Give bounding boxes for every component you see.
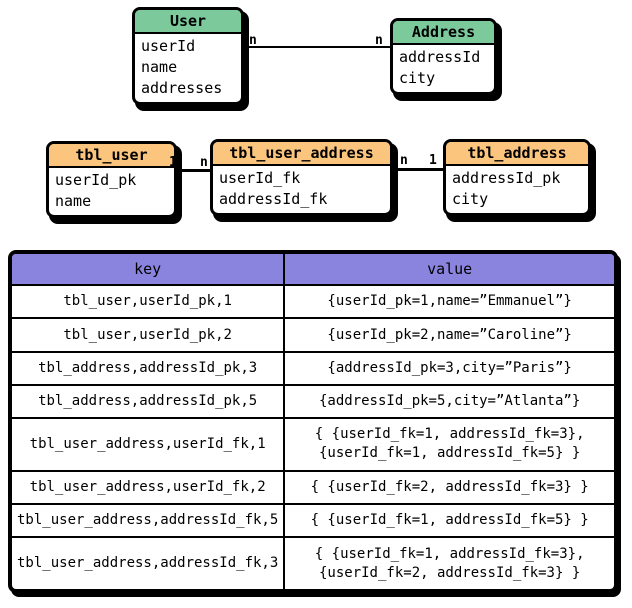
kv-key: tbl_user_address,addressId_fk,5 [12,505,286,537]
table-row: tbl_user_address,userId_fk,2 { {userId_f… [12,469,614,504]
connector-user-junction [177,169,211,172]
table-row: tbl_user_address,userId_fk,1 { {userId_f… [12,417,614,470]
table-row: tbl_address,addressId_pk,3 {addressId_pk… [12,350,614,384]
key-value-table: key value tbl_user,userId_pk,1 {userId_p… [8,250,618,593]
kv-header-value: value [427,259,473,278]
kv-value: { {userId_fk=2, addressId_fk=3} } [285,472,614,503]
kv-value-line: {userId_pk=1,name=”Emmanuel”} [327,293,572,310]
entity-box-user: User userId name addresses [132,7,244,105]
kv-value-line: { {userId_fk=2, addressId_fk=3} } [310,478,589,495]
kv-key: tbl_user,userId_pk,2 [12,319,286,351]
entity-box-address: Address addressId city [390,18,497,95]
kv-value-line: {userId_fk=2, addressId_fk=3} } [318,564,581,581]
kv-value: {userId_pk=1,name=”Emmanuel”} [285,286,614,317]
cardinality-label: n [375,33,383,48]
table-fields-tbl-user-address: userId_fk addressId_fk [213,166,390,213]
cardinality-label: n [400,153,408,168]
kv-value: {addressId_pk=5,city=”Atlanta”} [285,386,614,417]
table-field: addressId_fk [219,190,328,208]
table-fields-tbl-user: userId_pk name [49,168,174,215]
table-field: addressId_pk [452,169,561,187]
entity-title-address: Address [393,21,494,45]
table-title-tbl-address: tbl_address [446,142,588,166]
table-title-tbl-user-address: tbl_user_address [213,142,390,166]
table-row: tbl_address,addressId_pk,5 {addressId_pk… [12,383,614,418]
entity-field: addressId [399,48,481,66]
kv-value-line: { {userId_fk=1, addressId_fk=3}, [314,545,585,562]
kv-key: tbl_user_address,userId_fk,1 [12,419,286,470]
table-box-tbl-user: tbl_user userId_pk name [46,141,177,218]
entity-title-user: User [135,10,241,34]
kv-header-row: key value [12,254,614,285]
table-title-tbl-user: tbl_user [49,144,174,168]
kv-value: { {userId_fk=1, addressId_fk=3}, {userId… [285,538,614,589]
table-box-tbl-address: tbl_address addressId_pk city [443,139,591,216]
entity-fields-user: userId name addresses [135,34,241,102]
entity-field: name [141,58,178,76]
kv-key: tbl_user_address,userId_fk,2 [12,471,286,504]
kv-value: {addressId_pk=3,city=”Paris”} [285,353,614,384]
table-field: userId_pk [55,171,137,189]
kv-value-line: { {userId_fk=1, addressId_fk=3}, [314,426,585,443]
table-row: tbl_user,userId_pk,2 {userId_pk=2,name=”… [12,317,614,351]
kv-value-line: {userId_pk=2,name=”Caroline”} [327,326,572,343]
entity-field: city [399,69,436,87]
table-row: tbl_user_address,addressId_fk,5 { {userI… [12,503,614,537]
kv-key: tbl_user,userId_pk,1 [12,286,286,318]
kv-value: { {userId_fk=1, addressId_fk=5} } [285,505,614,536]
connector-junction-address [397,168,444,171]
entity-field: addresses [141,79,223,97]
table-fields-tbl-address: addressId_pk city [446,166,588,213]
kv-value-line: {addressId_pk=3,city=”Paris”} [327,359,572,376]
kv-value-line: {userId_fk=1, addressId_fk=5} } [318,445,581,462]
connector-user-address [247,46,390,48]
kv-key: tbl_user_address,addressId_fk,3 [12,538,286,589]
cardinality-label: 1 [169,155,177,170]
table-row: tbl_user_address,addressId_fk,3 { {userI… [12,536,614,589]
kv-value-line: { {userId_fk=1, addressId_fk=5} } [310,512,589,529]
table-row: tbl_user,userId_pk,1 {userId_pk=1,name=”… [12,284,614,318]
kv-key: tbl_address,addressId_pk,3 [12,352,286,384]
kv-value: { {userId_fk=1, addressId_fk=3}, {userId… [285,419,614,470]
kv-header-key: key [12,254,286,285]
cardinality-label: 1 [429,153,437,168]
table-field: name [55,192,92,210]
cardinality-label: n [200,155,208,170]
kv-key: tbl_address,addressId_pk,5 [12,385,286,418]
entity-field: userId [141,37,196,55]
table-field: userId_fk [219,169,301,187]
entity-fields-address: addressId city [393,45,494,92]
table-field: city [452,190,489,208]
table-box-tbl-user-address: tbl_user_address userId_fk addressId_fk [210,139,393,216]
cardinality-label: n [249,33,257,48]
kv-value: {userId_pk=2,name=”Caroline”} [285,319,614,350]
kv-value-line: {addressId_pk=5,city=”Atlanta”} [318,393,581,409]
